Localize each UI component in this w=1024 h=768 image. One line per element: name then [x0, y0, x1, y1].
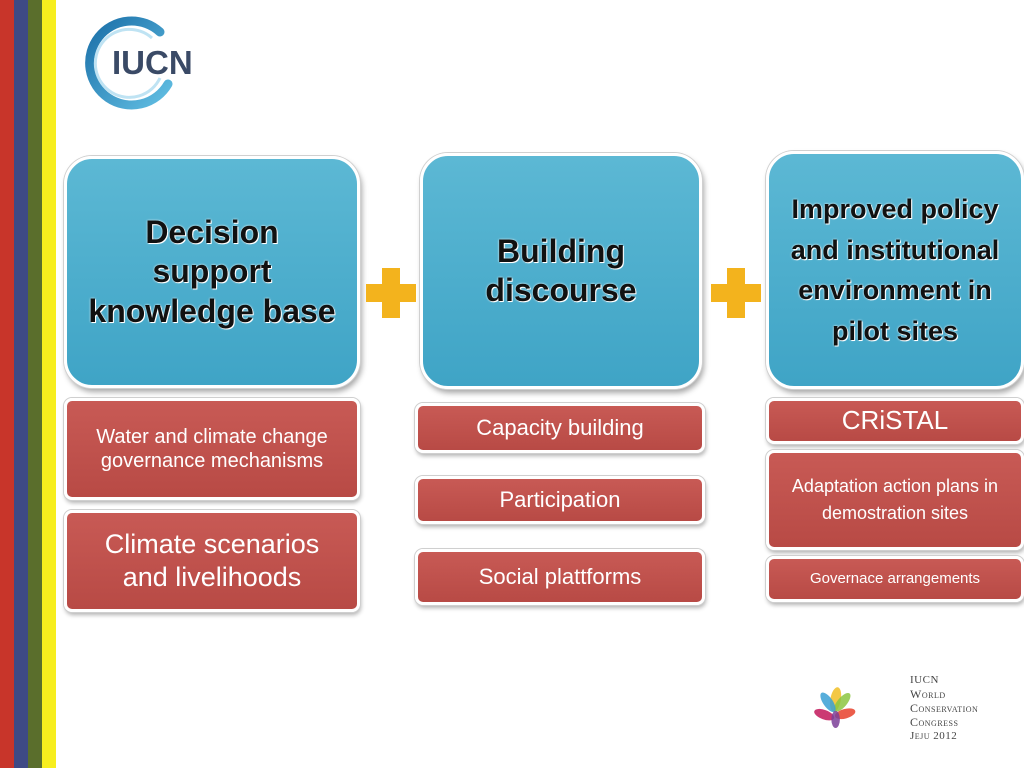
plus-icon: [366, 268, 416, 318]
logo-text: IUCN: [112, 44, 193, 81]
header-improved-policy: Improved policy and institutional enviro…: [766, 151, 1024, 389]
side-color-stripes: [0, 0, 72, 768]
item-capacity-building: Capacity building: [415, 403, 705, 453]
congress-line-5: Jeju 2012: [910, 730, 958, 742]
iucn-logo-icon: [85, 16, 173, 110]
item-label: Adaptation action plans in demostration …: [791, 476, 999, 523]
header-decision-support: Decision support knowledge base: [64, 156, 360, 388]
congress-line-1: IUCN: [910, 674, 939, 686]
item-label: Water and climate change governance mech…: [96, 425, 328, 472]
white-stripe: [56, 0, 72, 768]
header-label: Building discourse: [485, 232, 637, 308]
congress-logo-icon: [814, 687, 856, 728]
item-label: Participation: [499, 486, 621, 512]
item-water-climate-governance: Water and climate change governance mech…: [64, 398, 360, 500]
header-building-discourse: Building discourse: [420, 153, 702, 389]
item-climate-scenarios: Climate scenarios and livelihoods: [64, 510, 360, 612]
item-participation: Participation: [415, 476, 705, 524]
blue-stripe: [14, 0, 28, 768]
item-label: Capacity building: [476, 414, 644, 440]
item-label: Social plattforms: [478, 563, 642, 589]
item-social-plattforms: Social plattforms: [415, 549, 705, 605]
header-label: Decision support knowledge base: [88, 214, 336, 329]
item-governace-arrangements: Governace arrangements: [766, 556, 1024, 602]
item-label: CRiSTAL: [841, 405, 949, 436]
item-label: Climate scenarios and livelihoods: [104, 529, 320, 592]
item-cristal: CRiSTAL: [766, 398, 1024, 444]
item-adaptation-action-plans: Adaptation action plans in demostration …: [766, 450, 1024, 550]
plus-icon: [711, 268, 761, 318]
item-label: Governace arrangements: [809, 569, 981, 587]
congress-line-2: World: [910, 687, 946, 701]
congress-line-3: Conservation: [910, 701, 979, 715]
red-stripe: [0, 0, 14, 768]
green-stripe: [28, 0, 42, 768]
yellow-stripe: [42, 0, 56, 768]
header-label: Improved policy and institutional enviro…: [790, 194, 1000, 346]
congress-line-4: Congress: [910, 715, 959, 729]
